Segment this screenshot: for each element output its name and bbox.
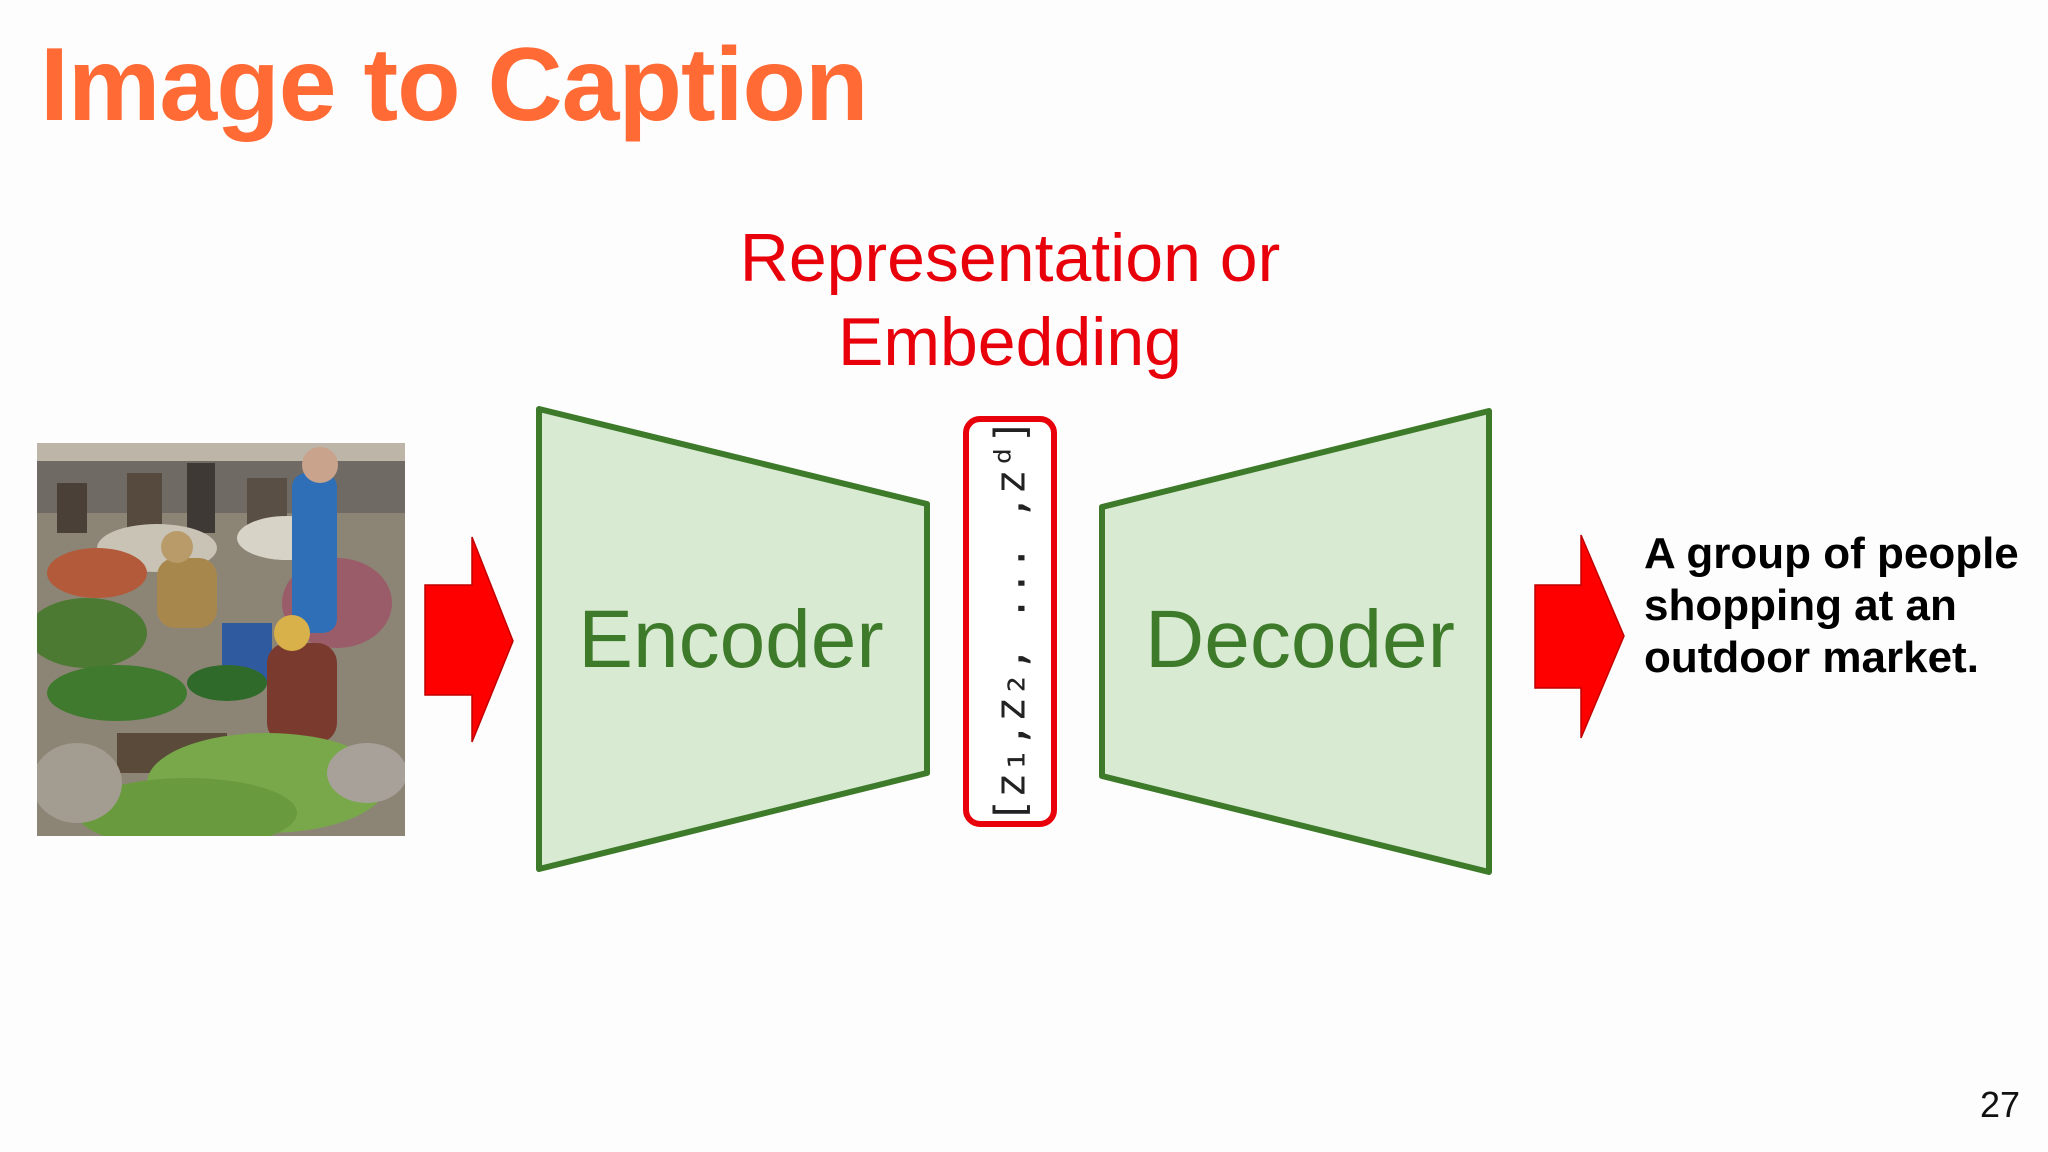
decoder-block [1099, 408, 1492, 875]
embedding-box [963, 416, 1057, 827]
representation-label-line-1: Representation or [739, 220, 1281, 296]
caption-line-3: outdoor market. [1644, 633, 1979, 682]
representation-label: Representation or Embedding [560, 216, 1460, 384]
caption-line-1: A group of people [1644, 529, 2019, 578]
slide-title: Image to Caption [40, 27, 869, 143]
representation-label-line-2: Embedding [837, 304, 1183, 380]
caption-line-2: shopping at an [1644, 581, 1957, 630]
output-caption: A group of people shopping at an outdoor… [1644, 528, 2044, 684]
encoder-label: Encoder [578, 594, 883, 685]
right-arrow-icon [424, 536, 514, 743]
page-number: 27 [1979, 1084, 2020, 1125]
encoder-block [536, 406, 930, 872]
right-arrow-icon [1534, 534, 1625, 739]
decoder-label: Decoder [1145, 594, 1455, 685]
input-image [37, 443, 405, 836]
embedding-vector: [z₁,z₂, ... ,zᵈ] [986, 419, 1035, 824]
